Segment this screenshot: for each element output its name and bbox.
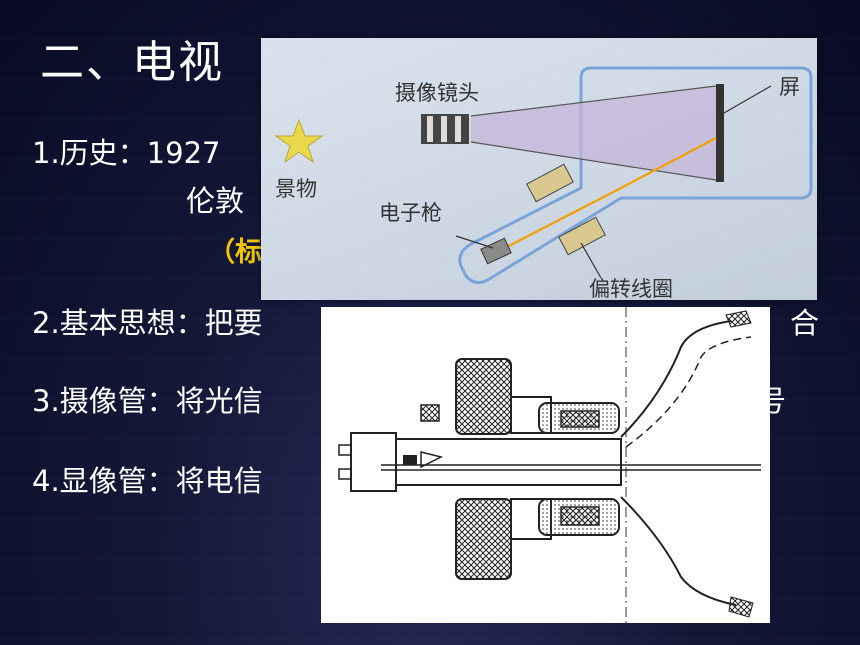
item-history-continuation: 伦敦	[186, 184, 245, 218]
label-scene: 景物	[275, 177, 317, 201]
slide-title: 二、电视	[40, 37, 224, 88]
label-screen: 屏	[779, 75, 800, 99]
deflection-coil-bottom	[558, 216, 606, 256]
item-basic-idea: 2.基本思想：把要	[32, 306, 263, 340]
screen-plate	[716, 84, 724, 182]
deflection-coil-top	[526, 163, 574, 203]
label-electron-gun: 电子枪	[379, 201, 442, 225]
item-history-note: （标	[208, 237, 262, 268]
label-camera-lens: 摄像镜头	[395, 81, 479, 105]
electron-gun	[480, 237, 512, 265]
camera-tube-diagram: 摄像镜头 屏 景物 电子枪 偏转线圈	[261, 38, 817, 300]
label-deflection-coil: 偏转线圈	[589, 277, 673, 300]
item-camera-tube: 3.摄像管：将光信	[32, 384, 263, 418]
item-history: 1.历史：1927	[32, 136, 221, 170]
tube-outline	[458, 66, 813, 284]
light-cone	[471, 86, 716, 180]
star-icon	[274, 118, 324, 164]
item-basic-idea-tail: 合	[790, 306, 820, 340]
electron-beam	[500, 137, 717, 251]
picture-tube-diagram	[321, 307, 770, 623]
item-picture-tube: 4.显像管：将电信	[32, 464, 263, 498]
